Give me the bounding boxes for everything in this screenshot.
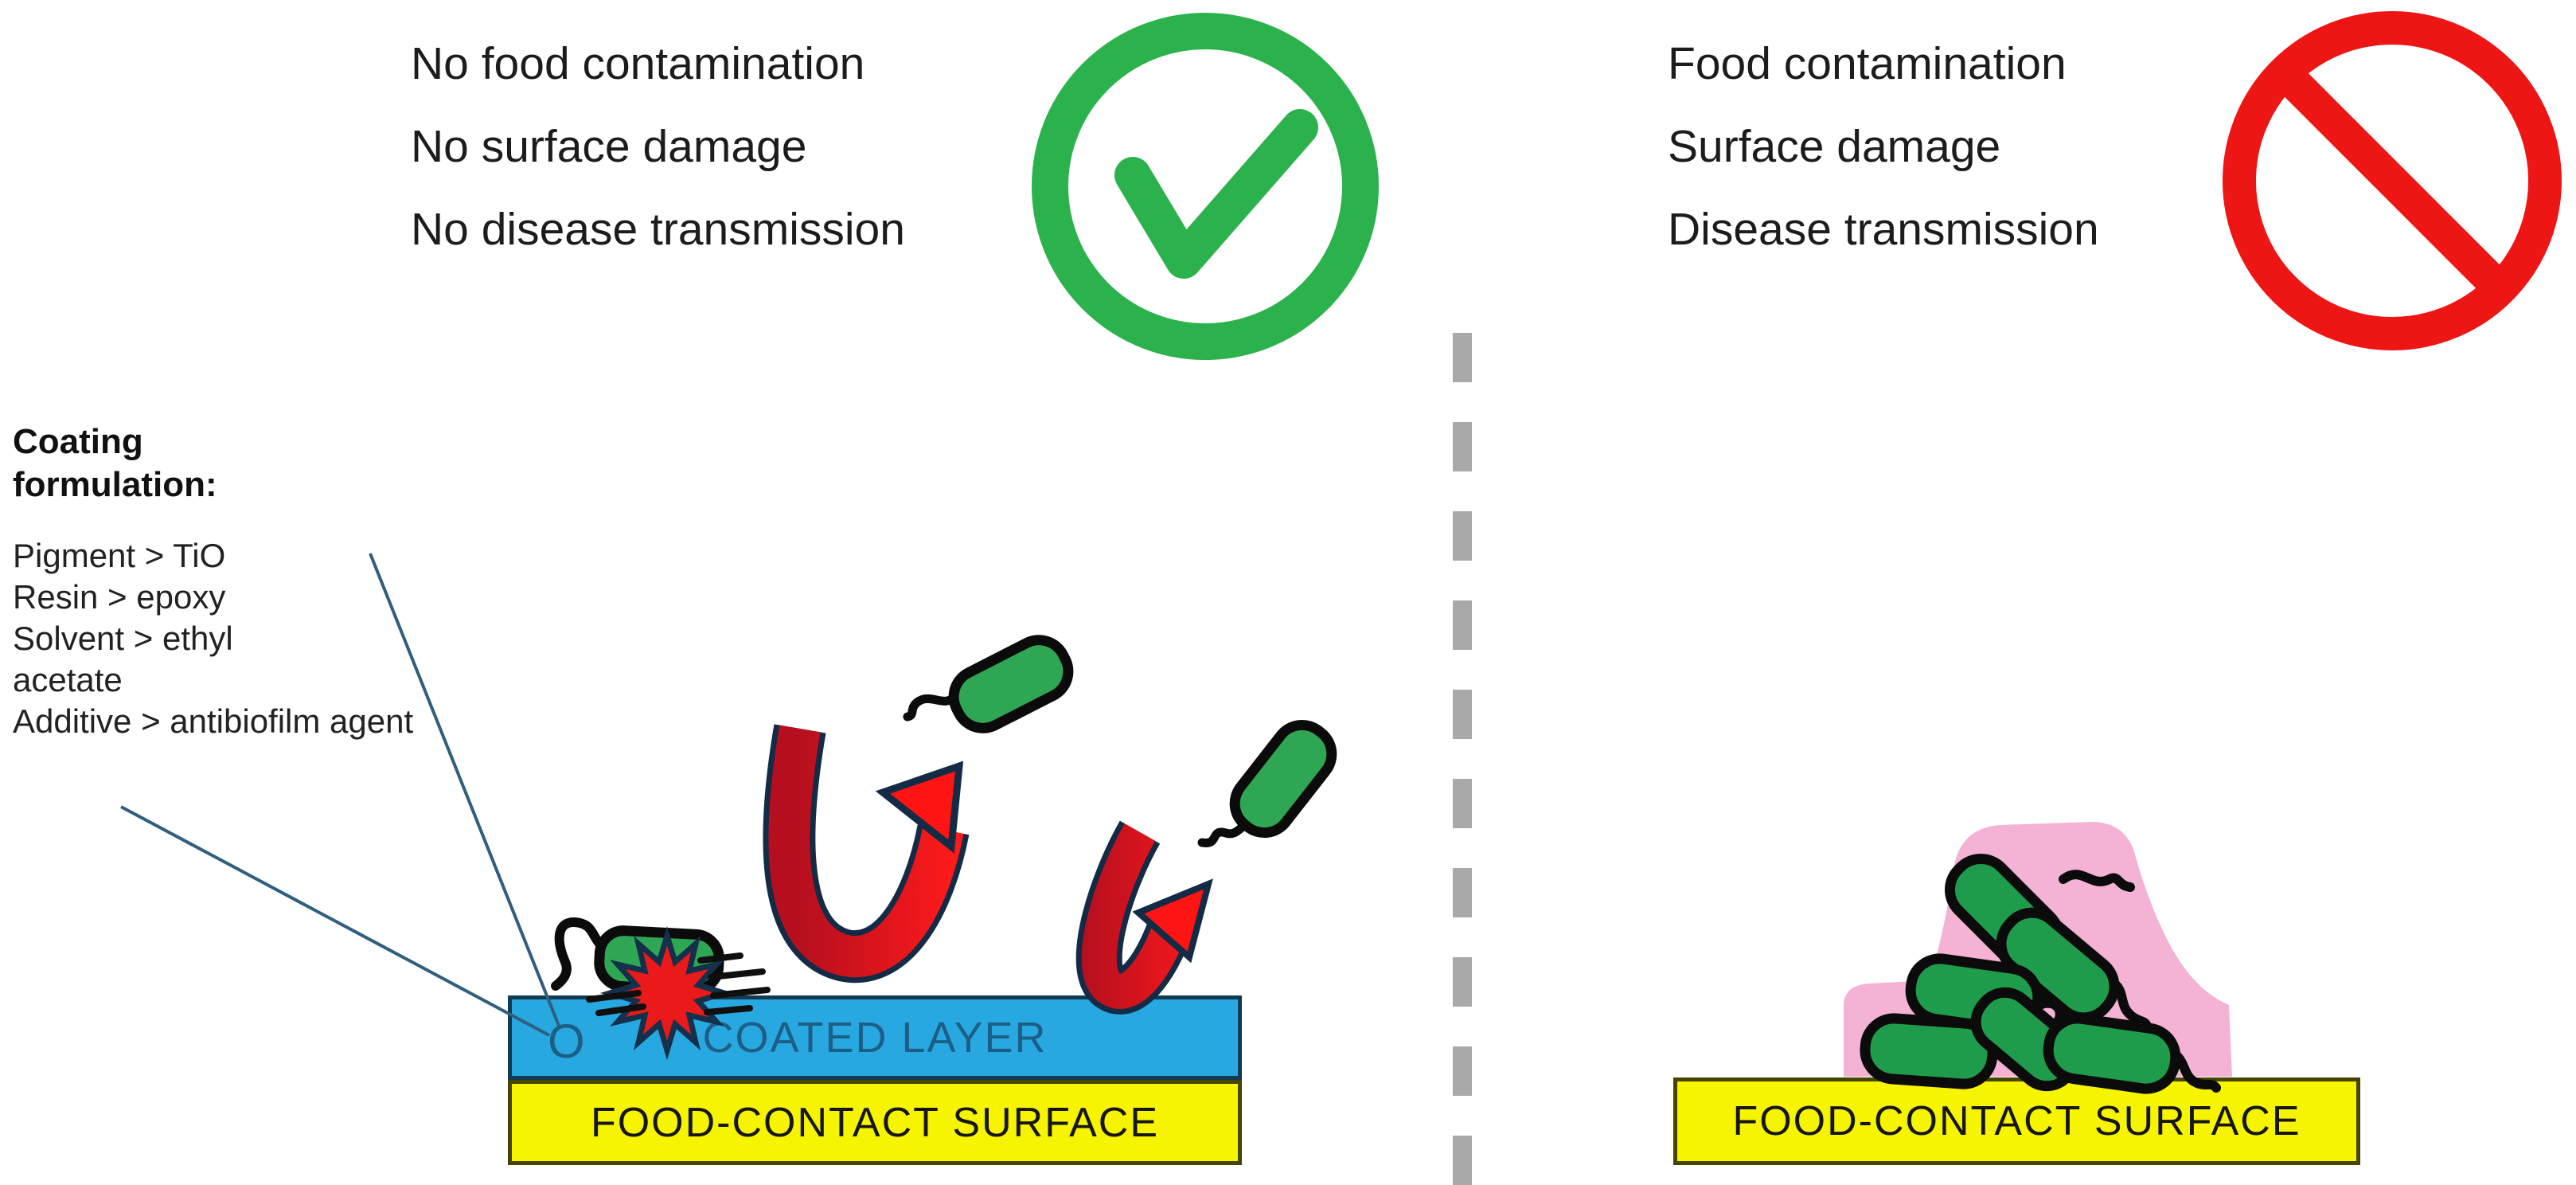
pointer-line-lower [120,805,550,1037]
bacterium-flagellum [1197,819,1263,847]
repel-arrow-outline [1075,820,1192,1015]
bacterium-flagellum [2059,870,2135,892]
coating-note-title-line: Coating [13,422,143,461]
check-circle-ring [1032,13,1379,360]
coating-ingredient: Resin > epoxy [13,578,226,616]
repel-arrow-outline [763,724,970,984]
no-entry-ring [2223,11,2562,350]
biofilm-bacterium [1944,853,2065,974]
repel-arrow-small [1081,823,1187,1009]
coating-note-list: Pigment > TiO Resin > epoxy Solvent > et… [13,535,413,742]
bacterium-on-coating [594,925,724,995]
panel-divider [1453,333,1472,1185]
food-contact-surface-label-right: FOOD-CONTACT SURFACE [1732,1098,2301,1144]
benefit-line: No disease transmission [411,204,905,255]
risks-list: Food contamination Surface damage Diseas… [1668,22,2099,271]
coating-ingredient: acetate [13,661,123,698]
food-contact-surface-label-left: FOOD-CONTACT SURFACE [590,1099,1160,1146]
check-circle-icon [1032,13,1379,360]
coating-note-title: Coating formulation: [13,420,413,506]
bacterium-flagellum [903,690,962,722]
repel-arrow-large [768,725,964,978]
benefit-line: No surface damage [411,121,807,172]
benefits-list: No food contamination No surface damage … [411,22,905,271]
risk-line: Food contamination [1668,38,2067,89]
bacterium-flying-2 [1229,719,1337,839]
no-entry-icon [2223,11,2562,350]
coating-ingredient: Additive > antibiofilm agent [13,702,414,740]
coating-ingredient: Pigment > TiO [13,537,226,574]
biofilm-bacterium [1905,953,2043,1034]
risk-line: Disease transmission [1668,204,2099,255]
food-contact-surface-bar-right: FOOD-CONTACT SURFACE [1673,1077,2360,1165]
check-mark [1114,109,1318,279]
biofilm-bacterium [1996,907,2120,1023]
bacterium-flagellum [2106,976,2153,1032]
biofilm-blob [1844,822,2232,1077]
no-entry-slash [2272,61,2512,301]
repel-arrow-small-head [1132,878,1213,964]
bacterium-flagellum [2030,998,2065,1034]
biofilm-bacterium [1860,1013,1998,1089]
benefit-line: No food contamination [411,38,865,89]
coated-layer-bar: COATED LAYER [508,995,1242,1080]
bacterium-flying-1 [948,635,1074,733]
repel-arrow-large-head [875,761,964,854]
risk-line: Surface damage [1668,121,2001,172]
coating-note: Coating formulation: Pigment > TiO Resin… [13,420,413,742]
coated-layer-label: COATED LAYER [702,1014,1048,1062]
food-contact-surface-bar-left: FOOD-CONTACT SURFACE [508,1080,1242,1165]
bacterium-flagellum [551,917,618,991]
coating-ingredient: Solvent > ethyl [13,620,233,657]
coating-note-title-line: formulation: [13,465,217,504]
biofilm-bacteria-pile [1860,853,2221,1094]
